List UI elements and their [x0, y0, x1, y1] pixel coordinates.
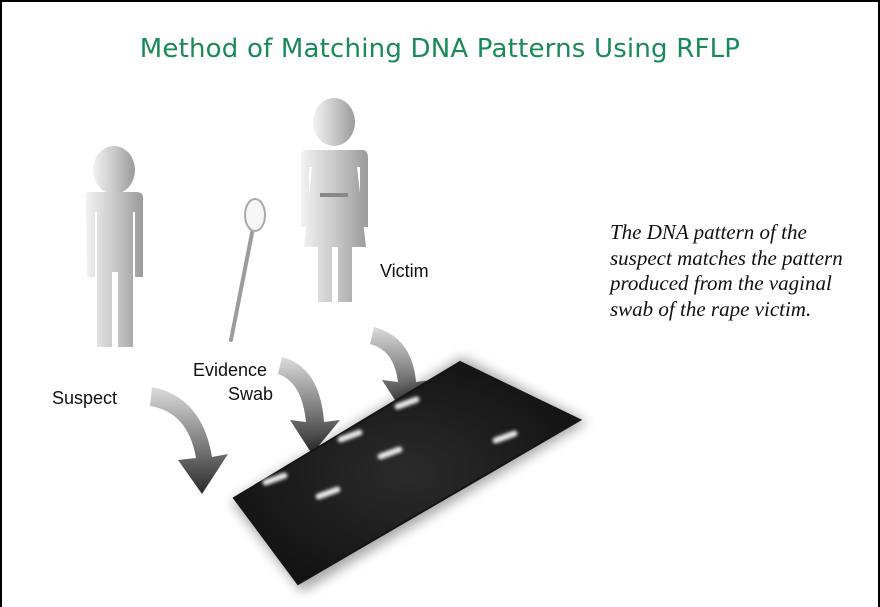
- swab-label: Swab: [228, 384, 274, 404]
- male-figure-icon: [85, 146, 144, 347]
- slide-title: Method of Matching DNA Patterns Using RF…: [139, 34, 741, 64]
- gel-icon: [232, 357, 587, 592]
- swab-icon: [229, 198, 266, 342]
- caption-text: The DNA pattern of the suspect matches t…: [610, 220, 843, 321]
- evidence-label: Evidence: [193, 360, 268, 380]
- suspect-label: Suspect: [52, 388, 118, 408]
- victim-label: Victim: [380, 261, 429, 281]
- female-figure-icon: [301, 98, 368, 302]
